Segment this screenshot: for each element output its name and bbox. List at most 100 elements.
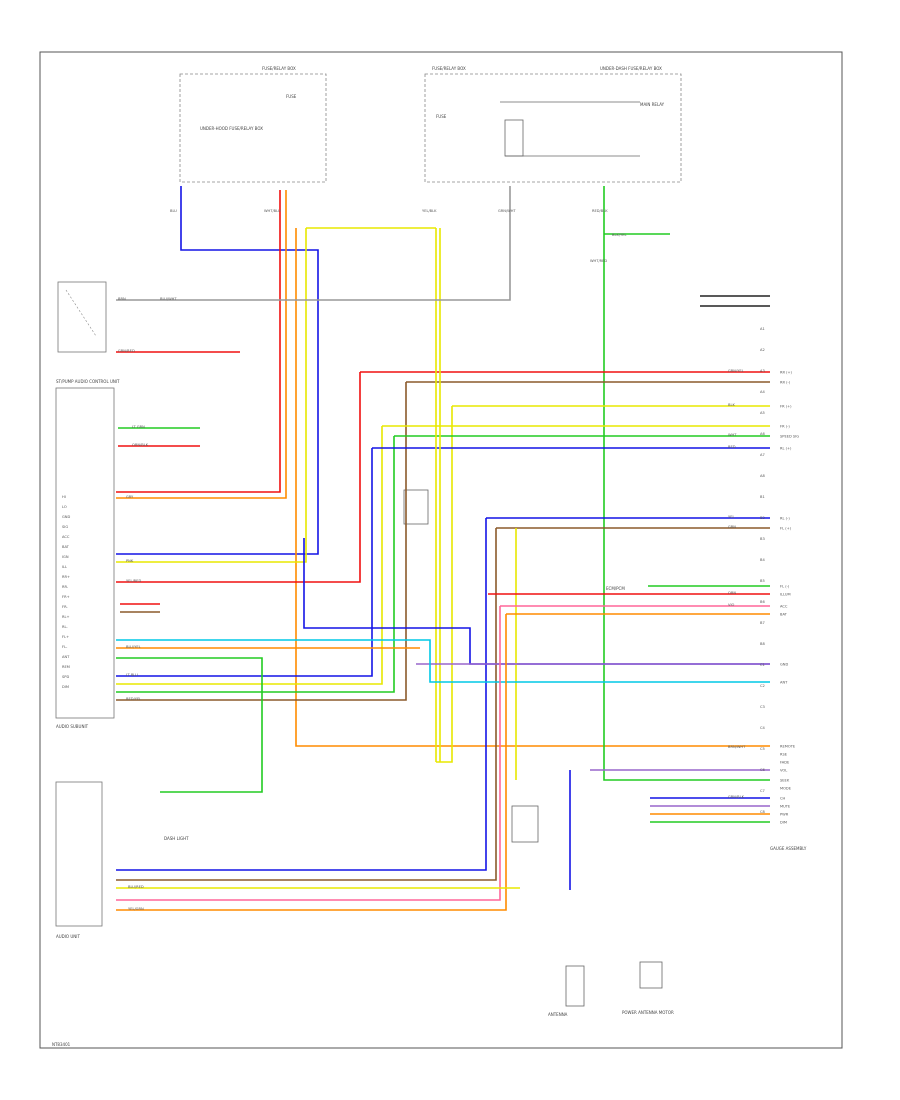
wire-green-6 [603,186,770,781]
relay-coil [504,119,524,157]
right-terminal-label: FR (-) [780,425,790,429]
left-pin-label: LO [62,505,67,509]
wire-pink-33 [116,606,501,901]
svg-text:ST/PUMP AUDIO CONTROL UNIT: ST/PUMP AUDIO CONTROL UNIT [56,379,120,384]
left-pin-label: DIM [62,685,69,689]
fuse-box-right: FUSE/RELAY BOX UNDER-DASH FUSE/RELAY BOX… [424,66,682,183]
wire-blue-19 [116,448,373,677]
svg-text:AUDIO UNIT: AUDIO UNIT [56,934,80,939]
wire-red-2 [116,190,281,493]
right-terminal-label: RL (-) [780,517,790,521]
wire-cyan-29 [116,639,770,683]
diagram-border [39,51,843,1049]
right-pin-number: A3 [760,369,765,373]
right-terminal-label: RR (+) [780,371,793,375]
wire-label: BLU/YEL [126,645,141,649]
right-terminal-label: PWR [780,813,789,817]
wire-label: WHT/RED [590,259,607,263]
wire-yellow-5 [116,228,307,563]
right-pin-number: B3 [760,537,765,541]
wire-label: YEL/GRN [128,907,144,911]
wire-label: BLK [728,403,735,407]
wire-label: BLU/WHT [160,297,177,301]
svg-text:DASH LIGHT: DASH LIGHT [164,836,189,841]
right-pin-number: B8 [760,642,765,646]
right-terminal-label: RSE [780,753,788,757]
right-pin-number: C7 [760,789,765,793]
wire-label: RED/YEL [126,697,141,701]
left-pin-label: HI [62,495,66,499]
right-pin-number: C2 [760,684,765,688]
right-pin-number: B7 [760,621,765,625]
right-pin-number: A5 [760,411,765,415]
svg-text:FUSE: FUSE [286,94,297,99]
gauge-label: GAUGE ASSEMBLY [770,846,807,851]
wire-label: RED/BLK [592,209,608,213]
svg-text:ANTENNA: ANTENNA [548,1012,568,1017]
wire-label: GRN [728,525,736,529]
right-terminal-label: RR (-) [780,381,791,385]
wire-orange-1 [116,190,287,499]
left-pin-label: IGN [62,555,69,559]
wire-label: GRN/RED [118,349,135,353]
right-pin-number: A7 [760,453,765,457]
right-pin-number: C1 [760,663,765,667]
wires [116,186,770,911]
right-terminal-label: ILLUM [780,593,791,597]
right-pin-number: B5 [760,579,765,583]
wire-label: BLU/RED [128,885,144,889]
svg-text:FUSE/RELAY BOX: FUSE/RELAY BOX [432,66,466,71]
right-pin-number: C6 [760,768,766,772]
right-terminal-label: FL (+) [780,527,792,531]
left-pin-label: GND [62,515,70,519]
right-terminal-label: DIM [780,821,787,825]
right-terminal-label: MUTE [780,805,791,809]
wire-label: WHT [728,433,737,437]
wire-orange-35 [116,614,507,911]
wire-blue-22 [303,538,770,665]
speaker-module: POWER ANTENNA MOTOR [622,961,674,1015]
wire-label: BLU [170,209,177,213]
wire-blue-24 [116,518,487,871]
left-pin-label: RR- [62,585,69,589]
left-pin-label: REM [62,665,70,669]
right-pin-number: A6 [760,432,765,436]
left-pin-label: ILL [62,565,67,569]
wire-label: PNK [126,559,134,563]
right-pin-number: A1 [760,327,765,331]
right-terminal-label: REMOTE [780,745,796,749]
wire-label: VIO [728,603,735,607]
right-terminal-label: SEEK [780,779,790,783]
connector-pins: HILOGNDSIGACCBATIGNILLRR+RR-FR+FR-RL+RL-… [62,327,766,814]
right-pin-number: A4 [760,390,765,394]
audio-unit-block: AUDIO UNIT DASH LIGHT [55,781,189,939]
left-pin-label: FL- [62,645,68,649]
wire-red-9 [116,372,361,583]
wire-green-31 [116,657,263,793]
wire-label: YEL/RED [126,579,141,583]
ecm-label: ECM/PCM [606,586,625,591]
fuse-box-left: FUSE/RELAY BOX UNDER-HOOD FUSE/RELAY BOX… [179,66,327,183]
wire-label: GRN/WHT [498,209,516,213]
svg-text:FUSE/RELAY BOX: FUSE/RELAY BOX [262,66,296,71]
wire-brown-11 [116,382,407,701]
right-pin-number: B6 [760,600,765,604]
left-pin-label: SPD [62,675,69,679]
right-pin-number: C3 [760,705,765,709]
svg-text:MAIN RELAY: MAIN RELAY [640,102,665,107]
wire-label: ORN/BLK [132,443,149,447]
wire-label: YEL [728,515,734,519]
svg-text:POWER ANTENNA MOTOR: POWER ANTENNA MOTOR [622,1010,674,1015]
wire-label: BRN [118,297,126,301]
right-pin-number: B2 [760,516,765,520]
right-terminal-label: ACC [780,605,788,609]
wire-orange-3 [295,228,770,747]
right-pin-number: C5 [760,747,765,751]
left-pin-label: RL+ [62,615,70,619]
wire-label: RED [728,445,736,449]
right-terminal-label: ANT [780,681,788,685]
svg-text:UNDER-HOOD FUSE/RELAY BOX: UNDER-HOOD FUSE/RELAY BOX [200,126,263,131]
left-pin-label: FR- [62,605,68,609]
wire-label: GRN/YEL [728,369,744,373]
